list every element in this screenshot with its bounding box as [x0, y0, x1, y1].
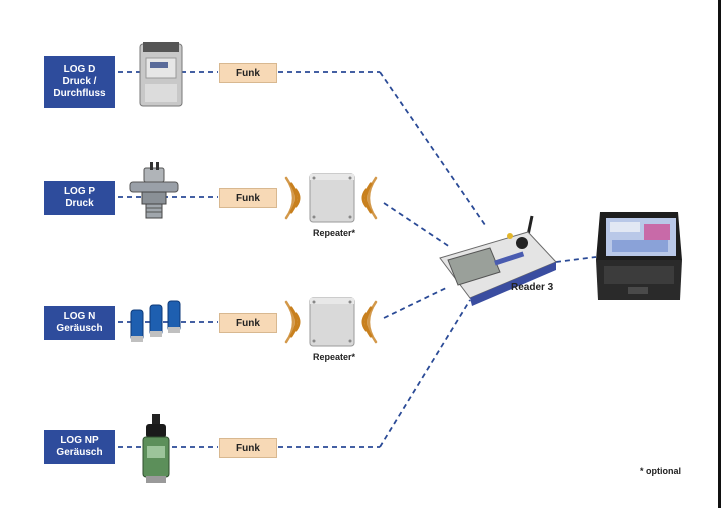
funk-box: Funk	[219, 313, 277, 333]
log-d-title: LOG D	[63, 64, 96, 75]
repeater-box-icon	[309, 297, 355, 347]
log-p-subtitle: Druck	[65, 198, 94, 209]
dash-row2-to-reader	[383, 202, 451, 248]
noise-logger-icon	[130, 300, 181, 342]
log-p-box: LOG P Druck	[44, 181, 115, 215]
funk-box: Funk	[219, 438, 277, 458]
log-np-title: LOG NP	[60, 435, 99, 446]
right-edge-bar	[718, 0, 721, 508]
signal-waves-icon	[284, 176, 378, 220]
log-p-title: LOG P	[63, 186, 96, 197]
log-d-box: LOG D Druck / Durchfluss	[44, 56, 115, 108]
pressure-flow-logger-icon	[139, 42, 183, 107]
noise-pressure-logger-icon	[142, 414, 170, 483]
repeater-box-icon	[309, 173, 355, 223]
laptop-icon	[596, 212, 682, 300]
repeater-label: Repeater*	[313, 352, 356, 362]
log-np-subtitle: Geräusch	[56, 447, 103, 458]
footnote: * optional	[640, 466, 681, 476]
dash-row4-to-reader	[379, 299, 471, 448]
log-n-subtitle: Geräusch	[56, 323, 103, 334]
log-n-title: LOG N	[63, 311, 96, 322]
reader-label: Reader 3	[511, 282, 554, 293]
log-d-subtitle: Druck /	[62, 76, 97, 87]
dash-reader-to-laptop	[555, 256, 597, 263]
signal-waves-icon	[284, 300, 378, 344]
repeater-label: Repeater*	[313, 228, 356, 238]
log-np-box: LOG NP Geräusch	[44, 430, 115, 464]
funk-box: Funk	[219, 63, 277, 83]
dash-row3-to-reader	[383, 287, 447, 319]
pressure-sensor-icon	[129, 162, 179, 219]
dash-row1-to-reader	[379, 71, 486, 226]
log-n-box: LOG N Geräusch	[44, 306, 115, 340]
funk-box: Funk	[219, 188, 277, 208]
log-d-subtitle-2: Durchfluss	[53, 88, 106, 99]
reader-device-icon	[439, 215, 557, 306]
